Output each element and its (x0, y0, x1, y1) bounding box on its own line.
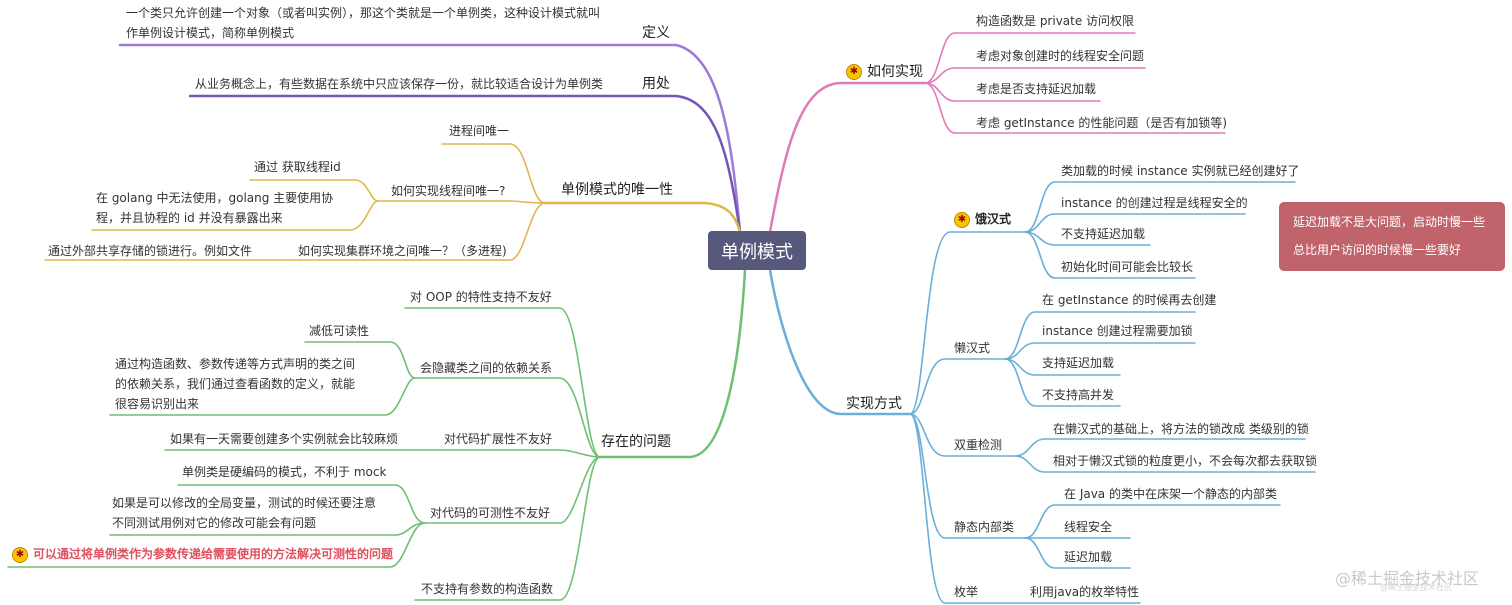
usage-text: 从业务概念上，有些数据在系统中只应该保存一份，就比较适合设计为单例类 (195, 77, 604, 91)
impl-enum[interactable]: 枚举 (954, 585, 979, 599)
problems-extend-note: 如果有一天需要创建多个实例就会比较麻烦 (170, 432, 399, 446)
static-item: 在 Java 的类中在床架一个静态的内部类 (1064, 487, 1277, 501)
double-item: 在懒汉式的基础上，将方法的锁改成 类级别的锁 (1053, 422, 1309, 436)
how-item: 考虑对象创建时的线程安全问题 (976, 49, 1145, 63)
impl-eager[interactable]: ✱饿汉式 (954, 208, 1011, 230)
problems-solution: ✱可以通过将单例类作为参数传递给需要使用的方法解决可测性的问题 (12, 543, 393, 565)
problems-no-params: 不支持有参数的构造函数 (421, 582, 554, 596)
problems-testability: 对代码的可测性不友好 (430, 506, 551, 520)
lazy-item: 支持延迟加载 (1042, 356, 1115, 370)
connector-usage (188, 94, 742, 234)
watermark-small: @稀土掘金技术社区 (1380, 583, 1452, 592)
eager-item: 类加载的时候 instance 实例就已经创建好了 (1061, 164, 1300, 178)
how-item: 考虑 getInstance 的性能问题（是否有加锁等) (976, 116, 1228, 130)
enum-item: 利用java的枚举特性 (1030, 585, 1140, 599)
lazy-item: instance 创建过程需要加锁 (1042, 324, 1193, 338)
impl-double-check[interactable]: 双重检测 (954, 438, 1003, 452)
node-problems[interactable]: 存在的问题 (601, 434, 671, 450)
problems-oop: 对 OOP 的特性支持不友好 (410, 290, 552, 304)
node-usage[interactable]: 用处 (642, 76, 670, 92)
impl-lazy[interactable]: 懒汉式 (954, 341, 991, 355)
uniqueness-cluster-answer: 通过外部共享存储的锁进行。例如文件 (48, 244, 253, 258)
eager-item: 初始化时间可能会比较长 (1061, 260, 1194, 274)
problems-readability: 减低可读性 (309, 324, 370, 338)
how-item: 构造函数是 private 访问权限 (976, 14, 1135, 28)
problems-hardcode: 单例类是硬编码的模式，不利于 mock (182, 465, 387, 479)
connector-uniqueness (543, 201, 742, 234)
problems-extend: 对代码扩展性不友好 (444, 432, 553, 446)
problems-hide-dep: 会隐藏类之间的依赖关系 (420, 361, 553, 375)
how-item: 考虑是否支持延迟加载 (976, 82, 1097, 96)
definition-text: 一个类只允许创建一个对象（或者叫实例），那这个类就是一个单例类，这种设计模式就叫… (126, 6, 601, 40)
uniqueness-golang-note: 在 golang 中无法使用，golang 主要使用协程，并且协程的 id 并没… (96, 191, 334, 225)
center-node[interactable]: 单例模式 (708, 231, 806, 270)
connector-problems (598, 268, 747, 459)
problems-dep-note: 通过构造函数、参数传递等方式声明的类之间的依赖关系，我们通过查看函数的定义，就能… (115, 357, 356, 411)
uniqueness-thread-id: 通过 获取线程id (254, 160, 341, 174)
note-card: 延迟加载不是大问题，启动时慢一些总比用户访问的时候慢一些要好 (1279, 202, 1505, 271)
lazy-item: 不支持高并发 (1042, 388, 1115, 402)
static-item: 延迟加载 (1064, 550, 1113, 564)
connector-impl (768, 268, 912, 416)
node-definition[interactable]: 定义 (642, 25, 670, 41)
static-item: 线程安全 (1064, 520, 1113, 534)
uniqueness-thread-question: 如何实现线程间唯一? (391, 184, 506, 198)
eager-item: instance 的创建过程是线程安全的 (1061, 196, 1248, 210)
double-item: 相对于懒汉式锁的粒度更小，不会每次都去获取锁 (1053, 454, 1318, 468)
star-icon: ✱ (12, 546, 28, 563)
star-icon: ✱ (954, 211, 970, 228)
node-how[interactable]: ✱如何实现 (846, 61, 923, 83)
lazy-item: 在 getInstance 的时候再去创建 (1042, 293, 1217, 307)
watermark: @稀土掘金技术社区 (1335, 569, 1480, 588)
star-icon: ✱ (846, 64, 862, 80)
node-uniqueness[interactable]: 单例模式的唯一性 (561, 182, 673, 198)
problems-global-var: 如果是可以修改的全局变量，测试的时候还要注意不同测试用例对它的修改可能会有问题 (112, 496, 377, 530)
impl-static-inner[interactable]: 静态内部类 (954, 520, 1015, 534)
eager-item: 不支持延迟加载 (1061, 227, 1146, 241)
node-impl[interactable]: 实现方式 (846, 396, 902, 412)
connector-how (768, 81, 927, 234)
connector-definition (118, 43, 742, 234)
uniqueness-cluster-question: 如何实现集群环境之间唯一？（多进程) (298, 244, 507, 258)
uniqueness-process: 进程间唯一 (449, 124, 510, 138)
